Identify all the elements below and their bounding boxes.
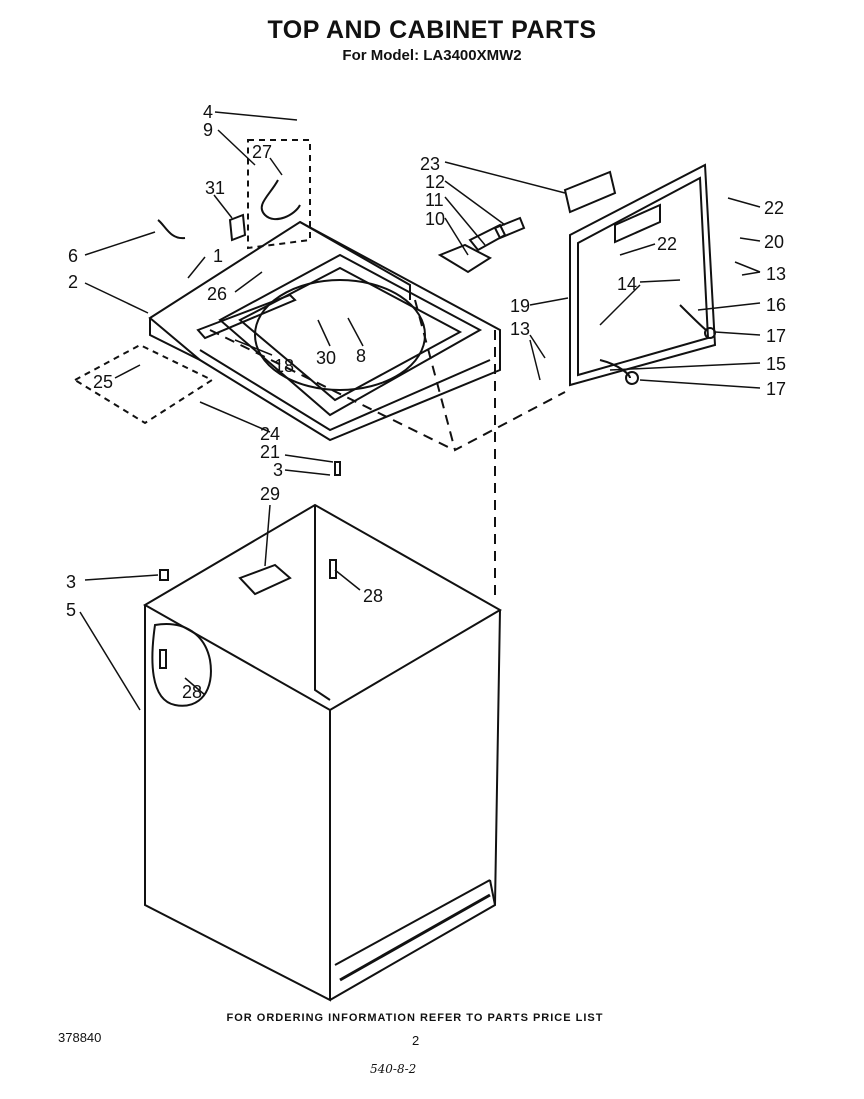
callout-17a: 17 — [766, 326, 786, 346]
callout-labels: 4 9 27 31 6 1 2 26 25 18 30 8 24 21 3 29… — [66, 102, 786, 702]
callout-11: 11 — [425, 190, 444, 210]
callout-22a: 22 — [764, 198, 784, 218]
callout-12: 12 — [425, 172, 445, 192]
document-number: 378840 — [58, 1030, 102, 1045]
callout-18: 18 — [274, 356, 294, 376]
callout-24: 24 — [260, 424, 280, 444]
callout-14: 14 — [617, 274, 637, 294]
page-title: TOP AND CABINET PARTS — [267, 16, 597, 44]
callout-13a: 13 — [766, 264, 786, 284]
callout-19: 19 — [510, 296, 530, 316]
callout-9: 9 — [203, 120, 213, 140]
callout-25: 25 — [93, 372, 113, 392]
lid-assembly — [569, 163, 717, 387]
handwritten-note: 540-8-2 — [370, 1062, 417, 1076]
callout-22b: 22 — [657, 234, 677, 254]
callout-6: 6 — [68, 246, 78, 266]
callout-16: 16 — [766, 295, 786, 315]
callout-26: 26 — [207, 284, 227, 304]
callout-8: 8 — [356, 346, 366, 366]
model-subtitle: For Model: LA3400XMW2 — [342, 47, 522, 64]
callout-27: 27 — [252, 142, 272, 162]
callout-30: 30 — [316, 348, 336, 368]
callout-31: 31 — [205, 178, 225, 198]
cabinet — [143, 503, 502, 712]
part-29-bracket — [238, 563, 292, 596]
callout-3b: 3 — [66, 572, 76, 592]
leader-lines — [79, 111, 761, 711]
washer-top-panel — [148, 220, 501, 442]
callout-1: 1 — [213, 246, 223, 266]
page-number: 2 — [412, 1033, 420, 1048]
diagram-linework — [72, 139, 717, 1002]
callout-23: 23 — [420, 154, 440, 174]
callout-20: 20 — [764, 232, 784, 252]
callout-13b: 13 — [510, 319, 530, 339]
callout-2: 2 — [68, 272, 78, 292]
callout-10: 10 — [425, 209, 445, 229]
callout-21: 21 — [260, 442, 280, 462]
callout-17b: 17 — [766, 379, 786, 399]
callout-29: 29 — [260, 484, 280, 504]
callout-3a: 3 — [273, 460, 283, 480]
lid-opening — [218, 253, 483, 417]
callout-4: 4 — [203, 102, 213, 122]
ordering-note: FOR ORDERING INFORMATION REFER TO PARTS … — [226, 1012, 604, 1024]
callout-28a: 28 — [363, 586, 383, 606]
callout-15: 15 — [766, 354, 786, 374]
callout-5: 5 — [66, 600, 76, 620]
callout-28b: 28 — [182, 682, 202, 702]
